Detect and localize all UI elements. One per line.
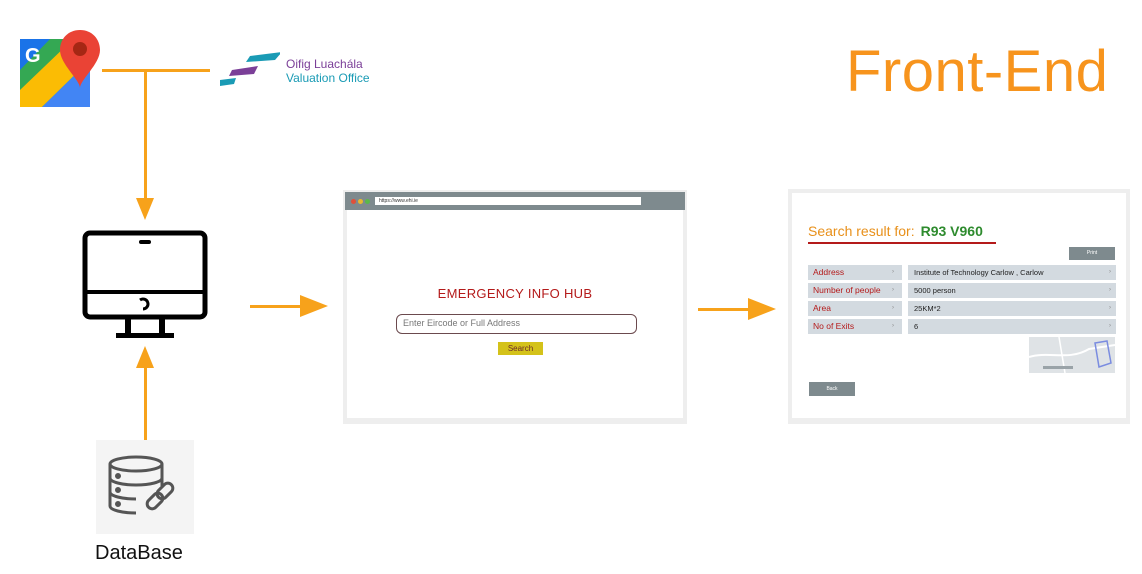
chevron-right-icon: ›	[1109, 323, 1111, 329]
google-maps-icon: G	[20, 30, 102, 110]
result-row-key: Number of people	[808, 283, 902, 298]
connector-up	[144, 366, 147, 441]
chevron-right-icon: ›	[1109, 287, 1111, 293]
valuation-office-line1: Oifig Luachála	[286, 57, 363, 71]
valuation-office-logo	[220, 52, 282, 88]
browser-page: EMERGENCY INFO HUB Enter Eircode or Full…	[347, 210, 683, 418]
computer-monitor-icon	[82, 230, 208, 340]
chevron-right-icon: ›	[1109, 305, 1111, 311]
url-bar[interactable]: https://www.ehi.ie	[375, 197, 641, 205]
chevron-right-icon: ›	[892, 287, 894, 293]
browser-toolbar: https://www.ehi.ie	[345, 192, 685, 210]
page-title: Front-End	[846, 39, 1109, 104]
result-heading: Search result for: R93 V960	[808, 223, 983, 239]
maximize-dot-icon	[365, 199, 370, 204]
chevron-right-icon: ›	[892, 323, 894, 329]
connector-down	[144, 69, 147, 199]
arrow-down-icon	[136, 198, 154, 220]
chevron-right-icon: ›	[1109, 269, 1111, 275]
result-underline	[808, 242, 996, 244]
arrow-right-icon	[300, 295, 328, 317]
hub-title: EMERGENCY INFO HUB	[437, 286, 593, 301]
search-input[interactable]: Enter Eircode or Full Address	[396, 314, 637, 334]
result-row-value: 25KM*2	[908, 301, 1116, 316]
result-row-value: 6	[908, 319, 1116, 334]
minimize-dot-icon	[358, 199, 363, 204]
result-row-key: Address	[808, 265, 902, 280]
database-label: DataBase	[95, 542, 183, 564]
close-dot-icon	[351, 199, 356, 204]
valuation-office-line2: Valuation Office	[286, 71, 370, 85]
connector-horizontal	[102, 69, 210, 72]
result-heading-label: Search result for:	[808, 223, 915, 239]
result-row: Address › Institute of Technology Carlow…	[808, 265, 1116, 280]
connector-right-2	[698, 308, 750, 311]
result-row-key: No of Exits	[808, 319, 902, 334]
chevron-right-icon: ›	[892, 269, 894, 275]
search-button[interactable]: Search	[498, 342, 543, 355]
result-code: R93 V960	[920, 223, 983, 239]
svg-text:G: G	[25, 45, 41, 67]
valuation-office-name: Oifig Luachála Valuation Office	[286, 57, 370, 85]
connector-right-1	[250, 305, 302, 308]
arrow-right-icon	[748, 298, 776, 320]
database-icon	[96, 440, 194, 534]
result-row: Number of people › 5000 person ›	[808, 283, 1116, 298]
print-button[interactable]: Print	[1069, 247, 1115, 260]
arrow-up-icon	[136, 346, 154, 368]
result-mockup: Search result for: R93 V960 Print Address…	[788, 189, 1130, 424]
result-row-value: 5000 person	[908, 283, 1116, 298]
chevron-right-icon: ›	[892, 305, 894, 311]
map-thumbnail[interactable]	[1028, 336, 1116, 374]
result-row: No of Exits › 6 ›	[808, 319, 1116, 334]
result-row: Area › 25KM*2 ›	[808, 301, 1116, 316]
result-row-key: Area	[808, 301, 902, 316]
back-button[interactable]: Back	[809, 382, 855, 396]
browser-mockup: https://www.ehi.ie EMERGENCY INFO HUB En…	[343, 190, 687, 424]
result-row-value: Institute of Technology Carlow , Carlow	[908, 265, 1116, 280]
result-page: Search result for: R93 V960 Print Address…	[792, 193, 1126, 418]
